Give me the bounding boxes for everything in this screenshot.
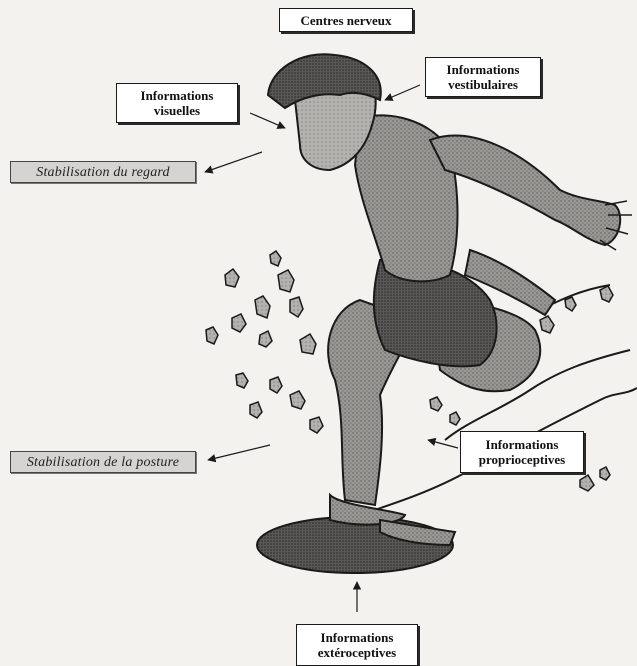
arrow-regard — [205, 152, 262, 172]
label-info-vestibulaires-line2: vestibulaires — [448, 77, 518, 92]
label-centres-nerveux-text: Centres nerveux — [300, 13, 391, 28]
label-info-visuelles-line1: Informations — [141, 88, 214, 103]
label-stabilisation-regard-text: Stabilisation du regard — [36, 165, 169, 180]
label-info-exteroceptives-line1: Informations — [321, 630, 394, 645]
arrow-posture — [208, 445, 270, 460]
label-info-visuelles: Informations visuelles — [116, 83, 238, 123]
label-info-vestibulaires-line1: Informations — [447, 62, 520, 77]
label-stabilisation-posture: Stabilisation de la posture — [10, 451, 196, 473]
label-info-proprioceptives: Informations proprioceptives — [460, 431, 584, 473]
arrow-vestibulaires — [385, 85, 420, 100]
label-stabilisation-posture-text: Stabilisation de la posture — [27, 455, 179, 470]
label-info-visuelles-line2: visuelles — [154, 103, 200, 118]
arrow-visuelles — [250, 113, 285, 128]
label-info-proprioceptives-line1: Informations — [486, 437, 559, 452]
label-info-proprioceptives-line2: proprioceptives — [479, 452, 565, 467]
label-centres-nerveux: Centres nerveux — [279, 8, 413, 32]
label-info-exteroceptives: Informations extéroceptives — [296, 624, 418, 666]
arrow-proprioceptives — [428, 440, 458, 448]
label-info-exteroceptives-line2: extéroceptives — [318, 645, 396, 660]
label-info-vestibulaires: Informations vestibulaires — [425, 57, 541, 97]
label-stabilisation-regard: Stabilisation du regard — [10, 161, 196, 183]
